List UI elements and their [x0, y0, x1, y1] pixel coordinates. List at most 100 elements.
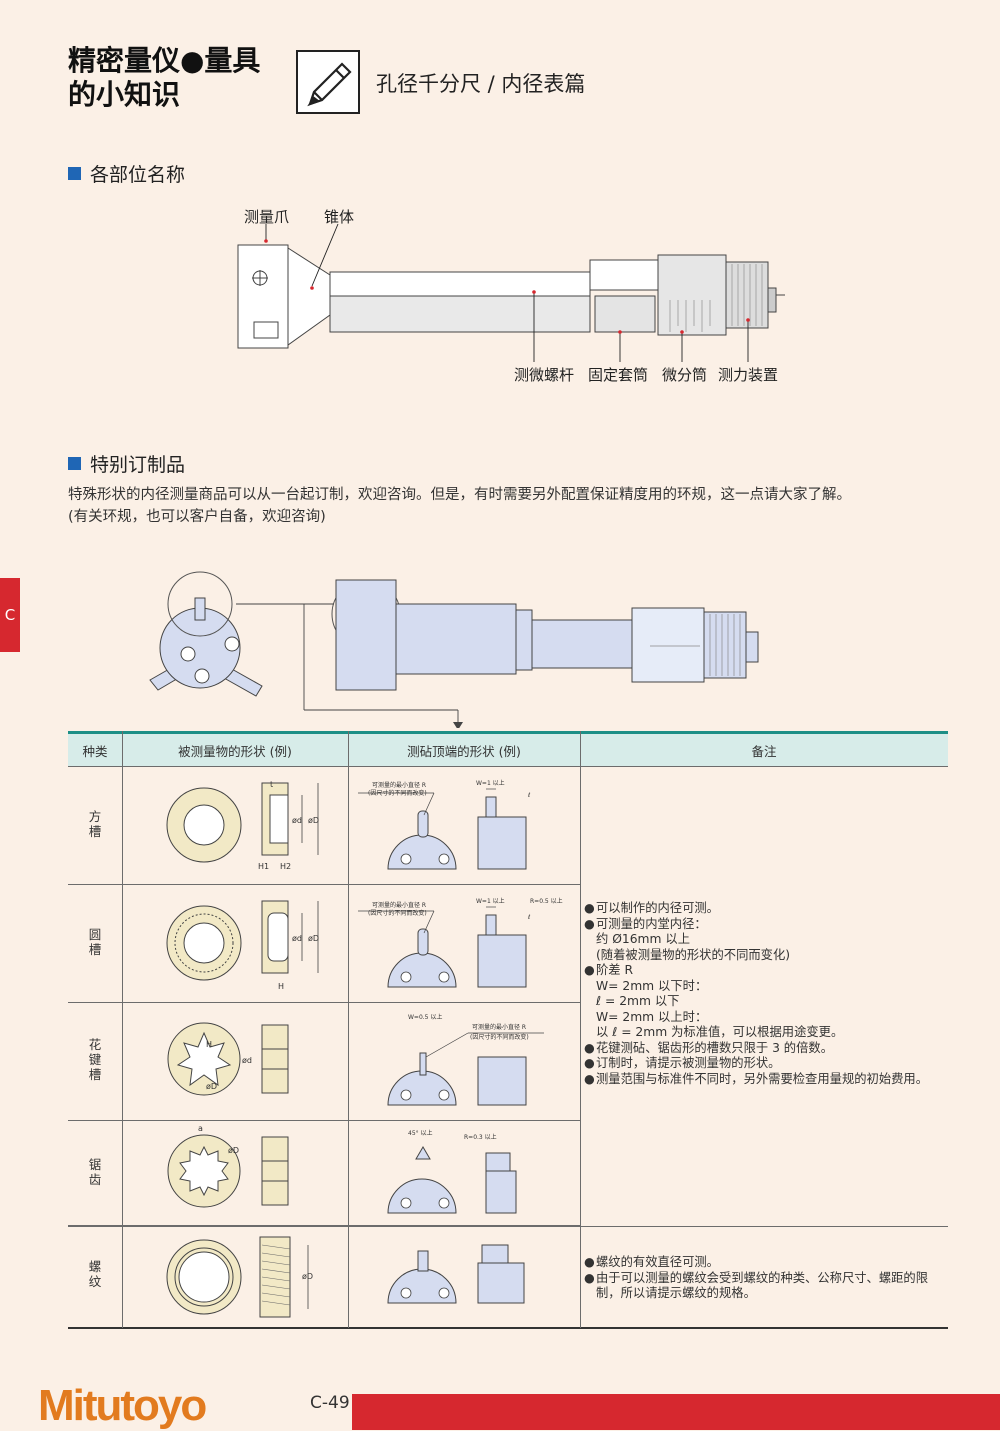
workpiece-shape-drawings: ød øD H1 H2 ød øD H t H øD ød a øD øD — [166, 780, 319, 1318]
row-divider — [68, 1226, 948, 1227]
anvil-r03-label: R=0.3 以上 — [464, 1133, 497, 1141]
remark-line: ●由于可以测量的螺纹会受到螺纹的种类、公称尺寸、螺距的限 — [584, 1271, 928, 1287]
section-heading-parts-text: 各部位名称 — [90, 164, 186, 186]
remark-bullet: ● — [584, 963, 595, 977]
dim-h-label: H — [278, 982, 284, 991]
remark-line: W= 2mm 以下时： — [584, 979, 928, 995]
dim-D-label: øD — [308, 934, 319, 943]
remark-line: ●测量范围与标准件不同时，另外需要检查用量规的初始费用。 — [584, 1072, 928, 1088]
dim-h2-label: H2 — [280, 862, 291, 871]
label-sleeve: 固定套筒 — [588, 366, 649, 384]
remark-line: 以 ℓ = 2mm 为标准值，可以根据用途变更。 — [584, 1025, 928, 1041]
table-row — [68, 767, 580, 885]
remark-line: ●阶差 R — [584, 963, 928, 979]
remarks-group-2: ●螺纹的有效直径可测。 ●由于可以测量的螺纹会受到螺纹的种类、公称尺寸、螺距的限制… — [584, 1255, 928, 1302]
remark-line: (随着被测量物的形状的不同而变化) — [584, 948, 928, 964]
remark-text: 测量范围与标准件不同时，另外需要检查用量规的初始费用。 — [596, 1071, 929, 1086]
remark-bullet: ● — [584, 901, 595, 915]
dim-h1-label: H1 — [258, 862, 269, 871]
dim-D-label: øD — [228, 1146, 239, 1155]
remark-text: 花键测砧、锯齿形的槽数只限于 3 的倍数。 — [596, 1040, 833, 1055]
section-heading-custom-text: 特别订制品 — [90, 454, 186, 476]
anvil-min-radius-label: 可测量的最小直径 R — [372, 781, 426, 789]
remarks-group-1: ●可以制作的内径可测。●可测量的内堂内径：约 Ø16mm 以上(随着被测量物的形… — [584, 901, 928, 1087]
remark-bullet: ● — [584, 1270, 595, 1285]
anvil-min-radius-label: 可测量的最小直径 R — [472, 1023, 526, 1031]
header-kind: 种类 — [68, 731, 122, 767]
anvil-w1-label: W=1 以上 — [476, 779, 505, 787]
page-number: C-49 — [310, 1393, 350, 1413]
remark-text: 由于可以测量的螺纹会受到螺纹的种类、公称尺寸、螺距的限 — [596, 1270, 929, 1285]
anvil-min-radius-note: (因尺寸的不同而改变) — [368, 789, 427, 797]
dim-d-label: ød — [292, 816, 302, 825]
page-title: 精密量仪●量具 的小知识 — [68, 44, 260, 112]
remark-bullet: ● — [584, 916, 595, 931]
dim-d-label: ød — [292, 934, 302, 943]
kind-serration: 锯 齿 — [88, 1157, 102, 1187]
kind-round-groove: 圆 槽 — [88, 927, 102, 957]
remark-line: ℓ = 2mm 以下 — [584, 994, 928, 1010]
anvil-l-label: ℓ — [527, 792, 530, 799]
intro-paragraph: 特殊形状的内径测量商品可以从一台起订制，欢迎咨询。但是，有时需要另外配置保证精度… — [68, 484, 948, 528]
micrometer-parts-diagram — [237, 223, 785, 362]
label-cone: 锥体 — [324, 208, 355, 226]
table-bottom-border — [68, 1327, 948, 1329]
kind-thread: 螺 纹 — [88, 1259, 102, 1289]
custom-micrometer-illustration — [149, 571, 759, 728]
remark-line: 约 Ø16mm 以上 — [584, 932, 928, 948]
remark-bullet: ● — [584, 1071, 595, 1086]
remark-text: 可测量的内堂内径： — [596, 916, 707, 931]
header-remarks: 备注 — [580, 731, 948, 767]
section-marker-icon — [68, 167, 81, 180]
table-row — [68, 885, 580, 1003]
page-title-line1: 精密量仪●量具 — [68, 44, 261, 77]
col-divider — [580, 731, 581, 1328]
footer-bar — [352, 1394, 1000, 1430]
dim-a-label: a — [198, 1124, 203, 1133]
col-divider — [348, 731, 349, 1328]
header-anvil: 测砧顶端的形状 (例) — [348, 731, 580, 767]
intro-line2: (有关环规，也可以客户自备，欢迎咨询) — [68, 509, 326, 525]
remark-text: 可以制作的内径可测。 — [596, 901, 719, 915]
remark-text: 螺纹的有效直径可测。 — [596, 1255, 719, 1269]
remark-text: 以 ℓ = 2mm 为标准值，可以根据用途变更。 — [596, 1025, 844, 1039]
remark-line: ●可以制作的内径可测。 — [584, 901, 928, 917]
label-spindle: 测微螺杆 — [514, 366, 575, 384]
dim-D-label: øD — [206, 1082, 217, 1091]
dim-d-label: ød — [242, 1056, 252, 1065]
dim-D-label: øD — [308, 816, 319, 825]
page-title-line2: 的小知识 — [68, 78, 181, 111]
anvil-45deg-label: 45° 以上 — [408, 1129, 433, 1137]
remark-text: W= 2mm 以下时： — [596, 978, 708, 993]
remark-bullet: ● — [584, 1040, 595, 1055]
label-claw: 测量爪 — [244, 208, 290, 226]
remark-text: 订制时，请提示被测量物的形状。 — [596, 1056, 781, 1070]
remark-text: 约 Ø16mm 以上 — [596, 932, 690, 946]
remark-line: ●花键测砧、锯齿形的槽数只限于 3 的倍数。 — [584, 1041, 928, 1057]
brand-logo: Mitutoyo — [38, 1381, 207, 1430]
remark-text: 阶差 R — [596, 963, 634, 977]
label-ratchet: 测力装置 — [718, 366, 779, 384]
pencil-icon — [296, 50, 360, 114]
header-shape: 被测量物的形状 (例) — [122, 731, 348, 767]
anvil-w1-label: W=1 以上 — [476, 897, 505, 905]
remark-text: 制，所以请提示螺纹的规格。 — [596, 1286, 756, 1300]
page-subtitle: 孔径千分尺 / 内径表篇 — [376, 72, 586, 96]
remark-line: 制，所以请提示螺纹的规格。 — [584, 1286, 928, 1302]
anvil-shape-drawings: 可测量的最小直径 R (因尺寸的不同而改变) W=1 以上 ℓ 可测量的最小直径… — [358, 779, 563, 1304]
remark-text: ℓ = 2mm 以下 — [596, 994, 680, 1008]
section-tab: C — [0, 578, 20, 652]
dim-D-label: øD — [302, 1272, 313, 1281]
dim-h-label: H — [206, 1040, 212, 1049]
anvil-r05-label: R=0.5 以上 — [530, 897, 563, 905]
anvil-min-radius-label: 可测量的最小直径 R — [372, 901, 426, 909]
remark-text: (随着被测量物的形状的不同而变化) — [596, 947, 791, 962]
kind-square-groove: 方 槽 — [88, 809, 102, 839]
table-row — [68, 1121, 580, 1226]
section-heading-parts: 各部位名称 — [68, 160, 185, 187]
section-marker-icon — [68, 457, 81, 470]
remark-bullet: ● — [584, 1056, 595, 1070]
intro-line1: 特殊形状的内径测量商品可以从一台起订制，欢迎咨询。但是，有时需要另外配置保证精度… — [68, 487, 851, 503]
dim-t-label: t — [270, 780, 273, 789]
anvil-min-radius-note: (因尺寸的不同而改变) — [368, 909, 427, 917]
